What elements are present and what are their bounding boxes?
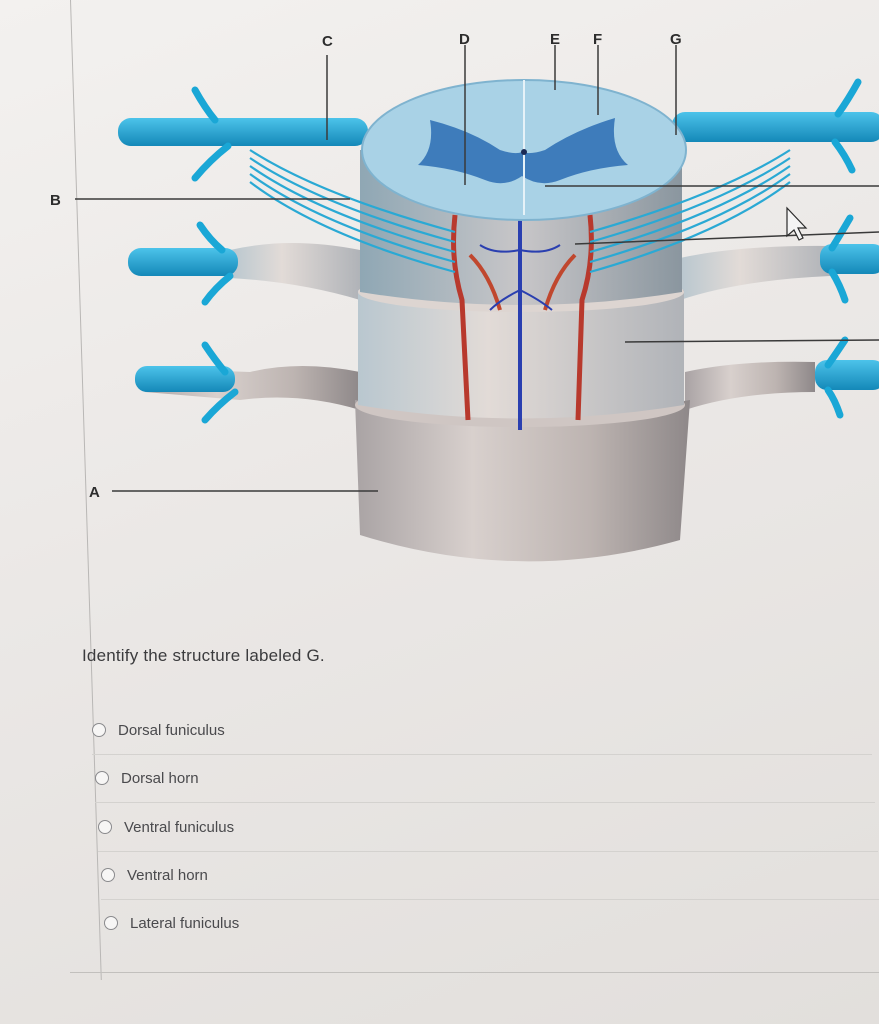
option-label: Dorsal horn <box>121 769 199 787</box>
spinal-nerve-upper-left <box>118 86 368 182</box>
radio-button[interactable] <box>95 771 109 785</box>
content-bottom-border <box>70 972 879 973</box>
option-label: Dorsal funiculus <box>118 721 225 739</box>
option-label: Lateral funiculus <box>130 914 240 932</box>
spinal-nerve-lower-right <box>685 336 879 419</box>
label-lines <box>75 45 879 492</box>
spinal-nerve-middle-left <box>128 221 360 306</box>
spinal-nerve-upper-right <box>672 78 879 174</box>
option-ventral-funiculus[interactable]: Ventral funiculus <box>98 803 878 852</box>
label-c: C <box>322 33 333 50</box>
option-dorsal-funiculus[interactable]: Dorsal funiculus <box>92 706 872 755</box>
radio-button[interactable] <box>101 868 115 882</box>
rootlets <box>249 149 791 274</box>
label-a: A <box>89 484 100 501</box>
radio-button[interactable] <box>92 723 106 737</box>
dura-mater <box>355 400 690 562</box>
question-prompt: Identify the structure labeled G. <box>82 646 325 665</box>
gray-matter <box>418 118 628 184</box>
spinal-nerve-middle-right <box>680 214 879 304</box>
mouse-cursor-icon <box>786 206 808 241</box>
option-dorsal-horn[interactable]: Dorsal horn <box>95 754 875 803</box>
option-lateral-funiculus[interactable]: Lateral funiculus <box>104 899 879 947</box>
label-g: G <box>670 31 682 48</box>
label-d: D <box>459 31 470 48</box>
central-canal <box>521 149 527 155</box>
label-b: B <box>50 192 61 209</box>
option-label: Ventral funiculus <box>124 818 235 836</box>
radio-button[interactable] <box>98 820 112 834</box>
spinal-nerve-lower-left <box>135 341 360 424</box>
label-e: E <box>550 31 560 48</box>
option-ventral-horn[interactable]: Ventral horn <box>101 851 879 900</box>
radio-button[interactable] <box>104 916 118 930</box>
label-f: F <box>593 31 602 48</box>
option-label: Ventral horn <box>127 866 208 884</box>
spinal-cord-diagram: C D E F G B A <box>50 31 879 562</box>
